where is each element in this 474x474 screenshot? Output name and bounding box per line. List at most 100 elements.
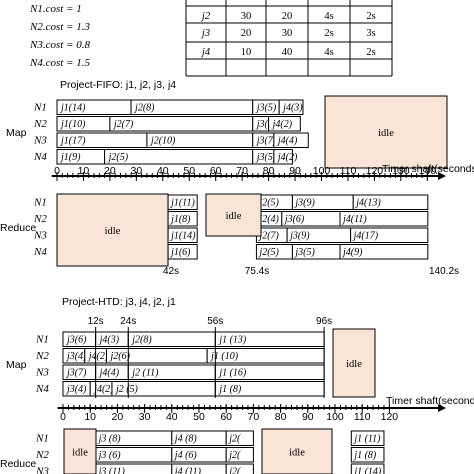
idle-block — [324, 95, 448, 169]
map-task-label: j2 (11) — [130, 368, 159, 379]
node-label: N1 — [35, 334, 49, 346]
job-table-cell: j4 — [200, 47, 211, 58]
job-table-cell: 30 — [282, 28, 293, 39]
node-label: N3 — [35, 466, 49, 474]
node-cost-line: N3.cost = 0.8 — [29, 39, 90, 51]
node-cost-line: N2.cost = 1.3 — [29, 21, 90, 33]
axis-tick-label: 20 — [112, 411, 124, 423]
job-table-cell: 2s — [366, 47, 375, 58]
axis-tick-label: 10 — [84, 411, 96, 423]
idle-label: idle — [105, 226, 121, 237]
axis-tick-label: 110 — [354, 411, 371, 423]
job-table-cell: 3s — [366, 28, 375, 39]
axis-tick-label: 100 — [313, 165, 331, 177]
reduce-task-label: j3 (8) — [97, 434, 122, 445]
node-label: N3 — [33, 230, 47, 242]
map-task-label: j1 (8) — [217, 384, 242, 395]
map-task-label: j4(2) — [276, 152, 298, 163]
map-label: Map — [6, 127, 27, 139]
job-table-cell: 4s — [324, 11, 333, 22]
job-table-cell: 20 — [241, 28, 252, 39]
axis-tick-label: 70 — [248, 411, 260, 423]
axis-tick-label: 80 — [263, 165, 275, 177]
idle-block — [56, 193, 169, 267]
reduce-task-label: j2( — [227, 434, 241, 445]
reduce-task-block — [225, 463, 254, 474]
reduce-task-block — [339, 211, 429, 227]
axis-tick-label: 0 — [60, 411, 66, 423]
axis-tick-label: 60 — [210, 165, 222, 177]
map-task-label: j1(10) — [59, 119, 86, 130]
node-label: N1 — [33, 197, 47, 209]
job-table-cell: 10 — [241, 47, 252, 58]
reduce-task-block — [352, 194, 429, 210]
map-task-label: j4(4) — [98, 368, 120, 379]
reduce-task-label: j4 (11) — [173, 467, 202, 474]
job-table-cell: j3 — [200, 28, 210, 39]
reduce-task-label: j2(7) — [257, 231, 279, 242]
axis-tick-label: 40 — [157, 165, 169, 177]
job-table-cell: 4s — [324, 47, 333, 58]
node-label: N3 — [35, 367, 49, 379]
time-mark-label: 75.4s — [245, 266, 269, 277]
reduce-task-label: j4(9) — [341, 247, 363, 258]
reduce-task-label: j1(11) — [169, 198, 195, 209]
map-label: Map — [6, 359, 27, 371]
job-table-cell: 2s — [366, 11, 375, 22]
map-task-label: j4(4) — [276, 136, 298, 147]
reduce-task-label: j2(5) — [257, 247, 279, 258]
idle-block — [205, 193, 262, 237]
axis-tick-label: 140 — [419, 165, 437, 177]
reduce-label: Reduce — [0, 458, 36, 470]
idle-label: idle — [346, 359, 362, 370]
time-mark-label: 24s — [120, 316, 136, 327]
job-table-cell: 40 — [282, 47, 293, 58]
axis-tick-label: 90 — [302, 411, 314, 423]
map-task-block — [268, 116, 301, 132]
map-task-label: j4(3) — [281, 103, 303, 114]
map-task-label: j3(5) — [255, 152, 277, 163]
job-table-cell: j2 — [200, 11, 211, 22]
time-mark-label: 12s — [88, 316, 104, 327]
map-task-label: j3(5) — [255, 103, 277, 114]
reduce-task-label: j4 (8) — [173, 434, 198, 445]
time-mark-label: 56s — [207, 316, 223, 327]
axis-tick-label: 50 — [183, 165, 195, 177]
axis-tick-label: 130 — [392, 165, 410, 177]
time-mark-label: 96s — [316, 316, 332, 327]
reduce-task-label: j4(11) — [341, 214, 367, 225]
axis-tick-label: 40 — [166, 411, 178, 423]
idle-label: idle — [289, 448, 305, 459]
reduce-task-label: j1(6) — [169, 247, 191, 258]
reduce-task-label: j3(5) — [293, 247, 315, 258]
reduce-task-label: j1(8) — [169, 214, 191, 225]
map-task-label: j2(7) — [112, 119, 134, 130]
idle-label: idle — [378, 128, 394, 139]
map-task-label: j4(2) — [87, 351, 109, 362]
reduce-task-label: j3(6) — [283, 214, 305, 225]
job-table-cell: 30 — [241, 11, 252, 22]
job-table-cell: 20 — [282, 11, 293, 22]
axis-title: Timer shaft(seconds) — [386, 395, 474, 407]
reduce-task-label: j3 (6) — [97, 450, 122, 461]
axis-tick-label: 0 — [54, 165, 60, 177]
axis-tick-label: 60 — [220, 411, 232, 423]
reduce-task-label: j2(4) — [257, 214, 279, 225]
map-task-label: j4(2) — [271, 119, 293, 130]
reduce-task-label: j1 (8) — [352, 450, 377, 461]
map-task-label: j3(7) — [255, 136, 277, 147]
reduce-task-label: j4 (6) — [173, 450, 198, 461]
map-task-block — [278, 99, 304, 115]
map-task-label: j2(10) — [149, 136, 176, 147]
reduce-task-label: j1 (14) — [352, 467, 382, 474]
node-label: N4 — [33, 151, 47, 163]
reduce-task-block — [350, 430, 385, 446]
map-task-label: j3(4) — [65, 351, 87, 362]
axis-tick-label: 10 — [78, 165, 90, 177]
idle-label: idle — [226, 211, 242, 222]
reduce-task-label: j1(14) — [169, 231, 196, 242]
map-task-label: j4(3) — [98, 335, 120, 346]
node-label: N3 — [33, 135, 47, 147]
map-task-label: j1(9) — [59, 152, 81, 163]
